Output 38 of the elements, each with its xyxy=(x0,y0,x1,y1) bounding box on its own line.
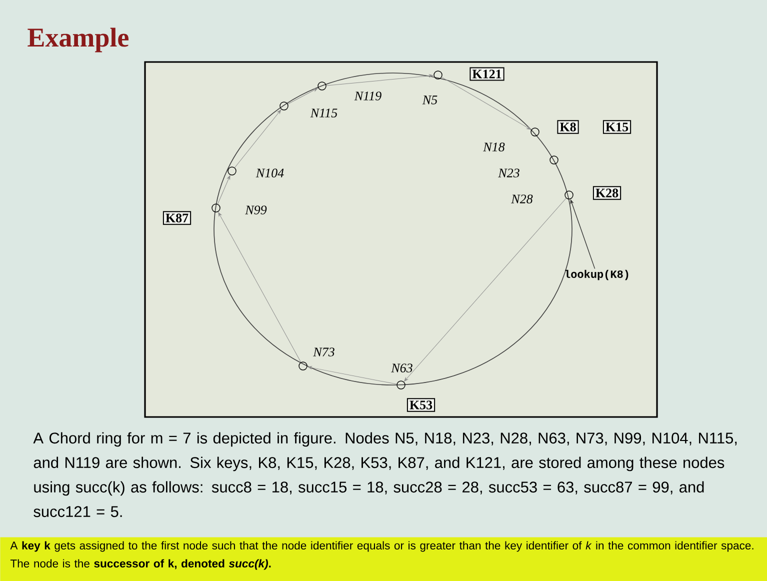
node-label: N63 xyxy=(391,364,412,372)
ring-node xyxy=(396,380,406,390)
node-label: N99 xyxy=(245,206,267,214)
lookup-label: lookup(K8) xyxy=(565,270,628,280)
key-box: K28 xyxy=(592,186,622,200)
ring-node xyxy=(228,166,236,176)
ring-node xyxy=(298,362,308,370)
node-label: N104 xyxy=(256,168,284,178)
key-box: K8 xyxy=(557,120,579,134)
arrow xyxy=(217,175,230,204)
title: Example xyxy=(28,28,129,52)
node-label: N28 xyxy=(511,194,533,204)
ring-node xyxy=(530,128,540,136)
arrow xyxy=(234,110,282,168)
arrow xyxy=(326,74,434,86)
node-label: N115 xyxy=(310,108,338,118)
arrow xyxy=(404,198,566,382)
arrow xyxy=(442,76,531,130)
arrow xyxy=(288,88,318,104)
ring-node xyxy=(550,156,558,164)
caption: A Chord ring for m = 7 is depicted in figure. Nodes N5, N18, N23, N28, N63, N73, N99, N104, N115, and N119 are shown. Six keys, K8, K15, K28, K53, K87, and K121, are stored among these nodes using succ(k) as follows: succ8 = 18, succ15 = 18, succ28 = 28, succ53 = 63, succ87 = 99, and succ121 = 5. xyxy=(33,432,737,518)
key-box: K87 xyxy=(162,211,192,225)
ring-node xyxy=(318,82,326,90)
ring-node xyxy=(280,102,288,110)
ring-node xyxy=(564,190,574,200)
key-box: K53 xyxy=(406,398,436,412)
arrow xyxy=(218,212,302,362)
node-label: N73 xyxy=(313,348,334,356)
key-box: K15 xyxy=(602,120,632,134)
node-label: N18 xyxy=(483,142,505,152)
key-box: K121 xyxy=(470,67,504,81)
node-label: N119 xyxy=(354,92,382,100)
arrow xyxy=(308,366,397,384)
highlight-note: A key k gets assigned to the first node such that the node identifier equals or is greater than the key identifier of k in the common identifier space. The node is the successor of k, denoted succ(k). xyxy=(0,537,767,581)
node-label: N5 xyxy=(422,96,438,104)
node-label: N23 xyxy=(498,168,520,178)
ring-node xyxy=(434,70,442,80)
ring-node xyxy=(212,204,220,212)
